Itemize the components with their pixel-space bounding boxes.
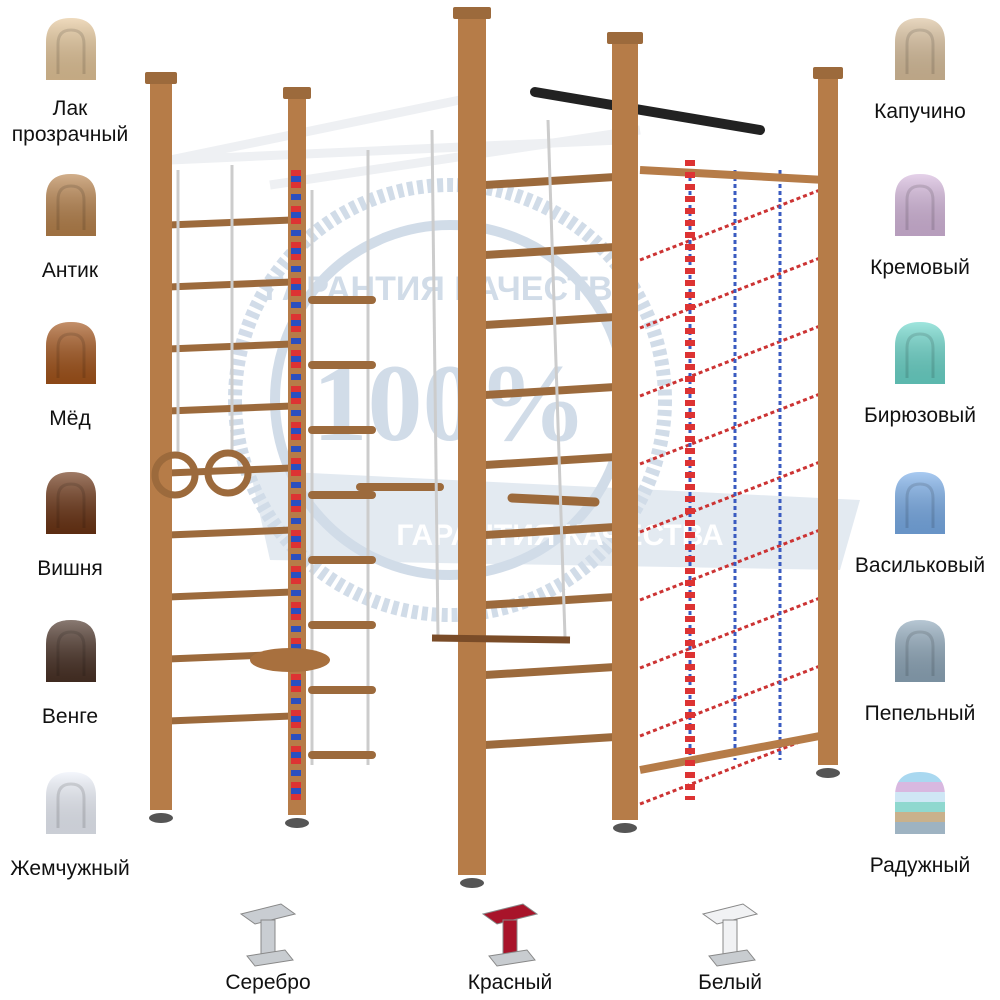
label-line: прозрачный: [11, 123, 129, 146]
rung: [481, 243, 619, 259]
rung: [481, 523, 619, 539]
rung: [481, 313, 619, 329]
post-cap: [813, 67, 843, 79]
rung: [164, 588, 296, 601]
top-rail: [269, 125, 641, 190]
pull-up-bar: [530, 87, 765, 135]
label-line: Вишня: [37, 557, 103, 580]
post-foot: [613, 823, 637, 833]
top-bar: [639, 166, 826, 184]
post: [458, 15, 486, 875]
post-foot: [816, 768, 840, 778]
rung: [164, 216, 296, 229]
rung: [164, 278, 296, 291]
post-cap: [607, 32, 643, 44]
gymnastic-ring: [151, 451, 199, 499]
trapeze-bar: [507, 493, 600, 507]
swatch-wood-0[interactable]: [38, 14, 104, 82]
swatch-wood-3[interactable]: [38, 468, 104, 536]
paint-color-label: Пепельный: [864, 702, 976, 725]
rung: [164, 712, 296, 725]
swatch-paint-4[interactable]: [887, 616, 953, 684]
frame: [145, 7, 843, 888]
paint-color-label: Бирюзовый: [864, 404, 976, 427]
net-rope: [639, 256, 821, 330]
wood-color-label: Мёд: [0, 406, 140, 432]
paint-color-label: Васильковый: [854, 554, 986, 577]
swing-rope: [546, 119, 567, 638]
net-rope: [639, 664, 821, 738]
swatch-wood-5[interactable]: [38, 768, 104, 836]
gymnastic-ring: [204, 449, 252, 497]
rung: [481, 663, 619, 679]
post: [818, 75, 838, 765]
swatch-paint-1[interactable]: [887, 170, 953, 238]
bottom-bar: [639, 731, 826, 774]
bracket-color-label: Красный: [467, 971, 553, 994]
swing-rope: [430, 129, 440, 638]
post-foot: [460, 878, 484, 888]
net-rope: [639, 596, 821, 670]
label-line: Жемчужный: [10, 857, 130, 880]
post: [150, 80, 172, 810]
top-rail: [169, 95, 461, 165]
wood-color-label: Венге: [0, 704, 140, 730]
paint-color-label: Капучино: [874, 100, 966, 123]
rung: [164, 464, 296, 477]
post: [612, 40, 638, 820]
swatch-wood-1[interactable]: [38, 170, 104, 238]
swatch-paint-5[interactable]: [887, 768, 953, 836]
post-foot: [149, 813, 173, 823]
bracket-1[interactable]: [475, 900, 545, 970]
bracket-2[interactable]: [695, 900, 765, 970]
wood-color-label: Жемчужный: [0, 856, 140, 882]
post-foot: [285, 818, 309, 828]
post-cap: [283, 87, 311, 99]
paint-color-label: Кремовый: [870, 256, 970, 279]
disc-swing: [250, 648, 330, 672]
wood-color-label: Вишня: [0, 556, 140, 582]
swatch-paint-3[interactable]: [887, 468, 953, 536]
swatch-paint-2[interactable]: [887, 318, 953, 386]
rung: [164, 340, 296, 353]
label-line: Антик: [41, 259, 99, 282]
wood-color-label: Лак прозрачный: [0, 96, 140, 148]
post: [288, 95, 306, 815]
swing-seat: [431, 634, 571, 644]
post-cap: [453, 7, 491, 19]
rung: [164, 526, 296, 539]
rung: [481, 593, 619, 609]
rung: [481, 383, 619, 399]
label-line: Венге: [41, 705, 99, 728]
post-cap: [145, 72, 177, 84]
swatch-wood-4[interactable]: [38, 616, 104, 684]
paint-color-label: Радужный: [869, 854, 971, 877]
swatch-paint-0[interactable]: [887, 14, 953, 82]
label-line: Лак: [52, 97, 88, 120]
bracket-color-label: Белый: [698, 971, 762, 994]
wood-color-label: Антик: [0, 258, 140, 284]
bracket-0[interactable]: [233, 900, 303, 970]
bracket-color-label: Серебро: [225, 971, 311, 994]
net-rope: [639, 188, 821, 262]
rung: [164, 402, 296, 415]
rung: [481, 733, 619, 749]
watermark-percent: 100%: [313, 342, 588, 464]
label-line: Мёд: [49, 407, 91, 430]
rung: [481, 453, 619, 469]
swatch-wood-2[interactable]: [38, 318, 104, 386]
